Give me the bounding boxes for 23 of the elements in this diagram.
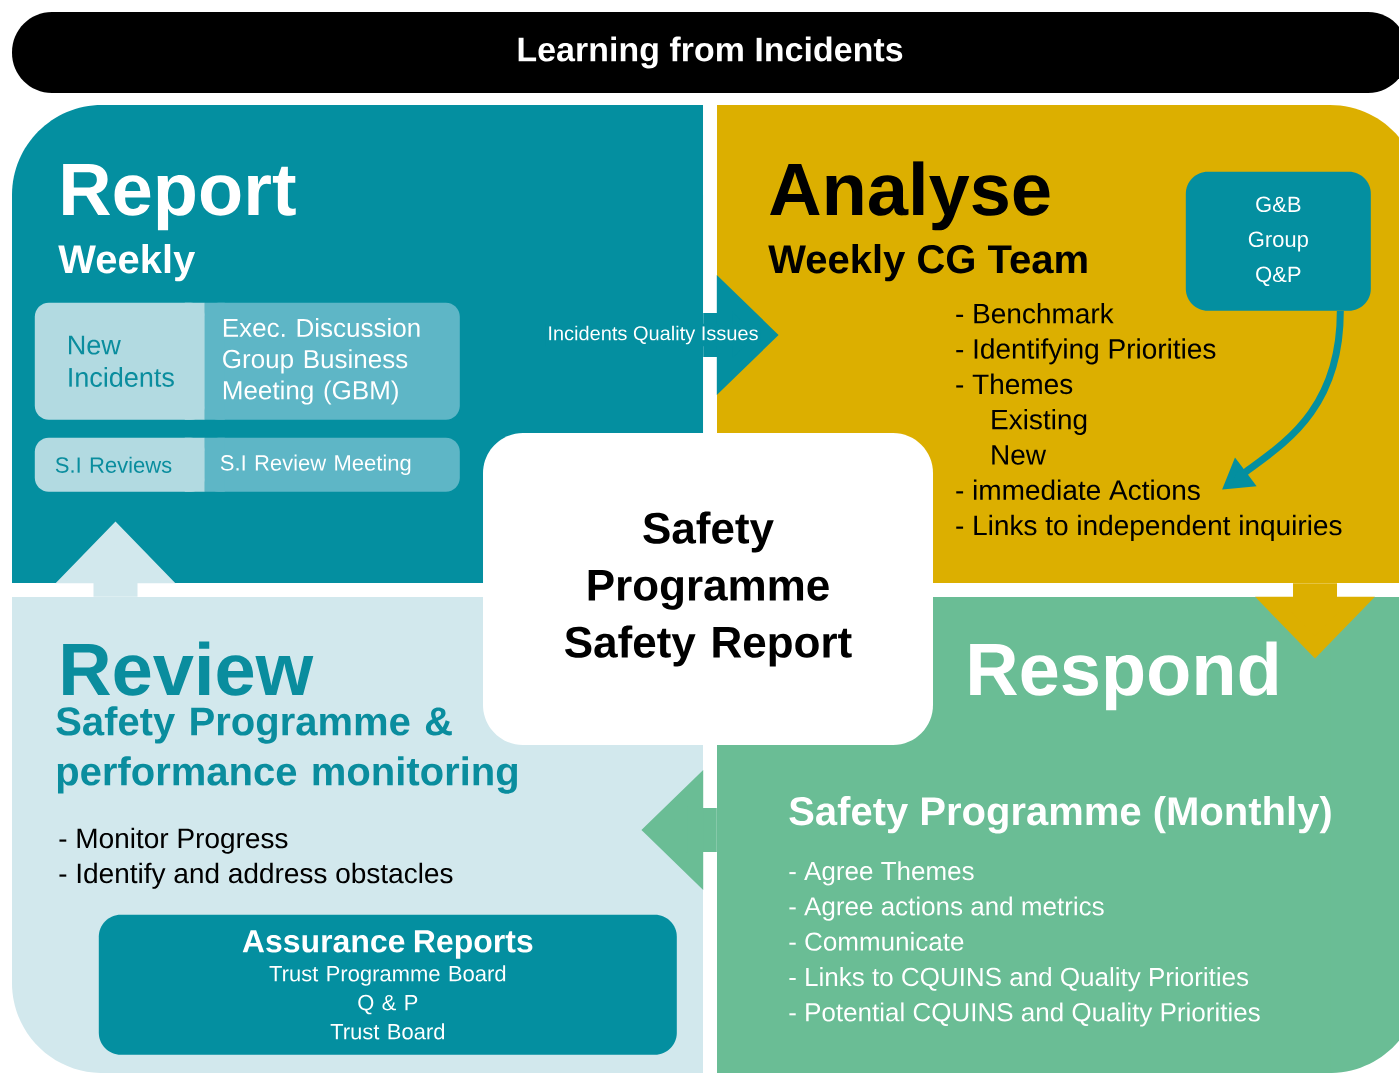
edge-label: Incidents Quality Issues [545,323,761,347]
list-item: - Links to CQUINS and Quality Priorities [789,967,1249,992]
panel-subheading: Safety Programme (Monthly) [789,796,1331,834]
panel-subheading: Weekly CG Team [768,244,1087,282]
incident-box: New Incidents [34,302,205,420]
meeting-box: Exec. Discussion Group Business Meeting (GBM) [204,302,460,420]
panel-heading: Review [63,641,314,696]
centre-box: Safety Programme Safety Report [483,433,933,745]
list-item: - Monitor Progress [59,827,288,854]
panel-subheading: Weekly [58,244,196,282]
panel-heading: Analyse [770,161,1050,231]
list-item: - Communicate [789,931,964,951]
group-box: G&B Group Q&P [1185,171,1371,311]
meeting-box: S.I Review Meeting [204,437,460,492]
report-box: Assurance Reports Trust Programme Board Q & P Trust Board [98,914,677,1055]
list-item: - Agree Themes [789,861,974,886]
panel-heading: Report [63,164,296,231]
panel-heading: Respond [970,641,1277,711]
list-item: - Potential CQUINS and Quality Priorities [789,1002,1260,1027]
title-bar: Learning from Incidents [12,12,1399,93]
list-item: - Identify and address obstacles [59,862,453,889]
list-item: - Agree actions and metrics [789,896,1104,921]
incident-box: S.I Reviews [34,437,205,492]
